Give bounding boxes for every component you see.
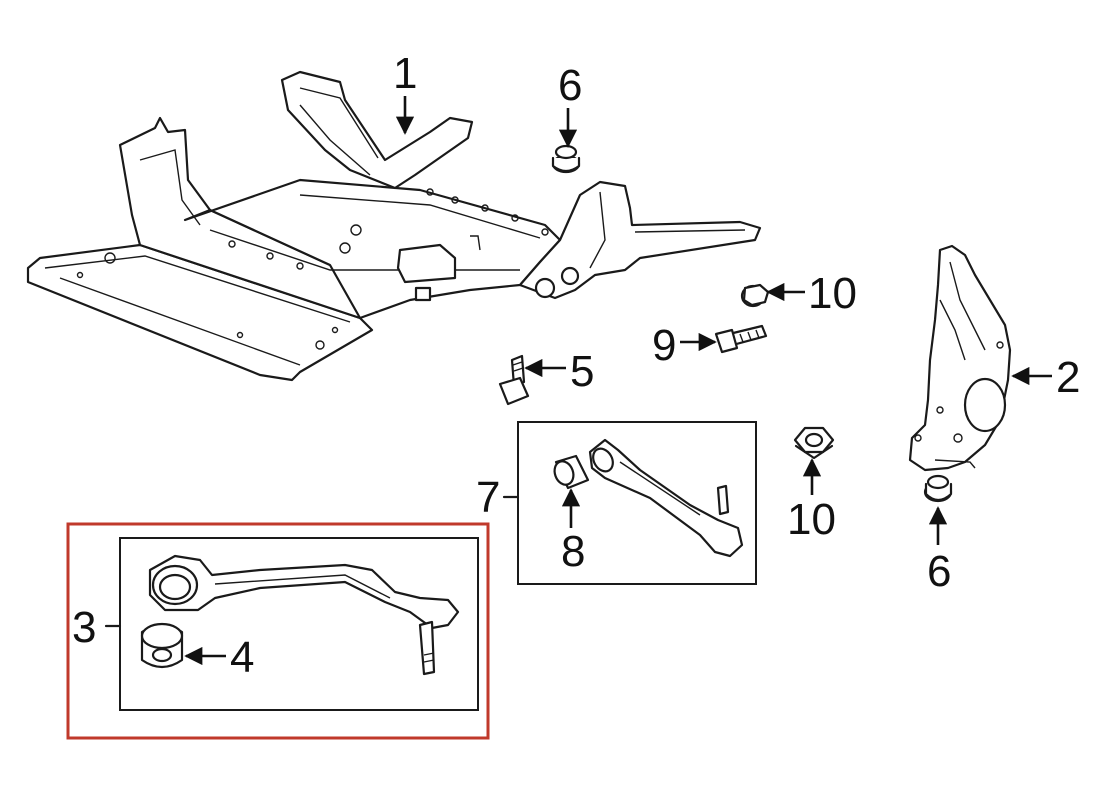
callout-3: 3 <box>72 603 96 652</box>
callout-10-top: 10 <box>808 269 857 318</box>
knuckle-part-2[interactable] <box>908 244 1012 472</box>
callout-2: 2 <box>1056 353 1080 402</box>
callout-4: 4 <box>230 633 254 682</box>
callout-5: 5 <box>570 347 594 396</box>
highlight-frame <box>66 522 490 740</box>
bolt-part-9[interactable] <box>714 324 768 354</box>
bushing-part-4[interactable] <box>140 622 184 669</box>
callout-8: 8 <box>561 527 585 576</box>
nut-part-10-top[interactable] <box>740 283 770 308</box>
bushing-part-6-top[interactable] <box>551 144 581 174</box>
nut-part-10-bottom[interactable] <box>793 426 835 460</box>
subframe-part-1[interactable] <box>26 70 762 382</box>
kit-box-3 <box>66 522 490 740</box>
callout-10-bottom: 10 <box>787 495 836 544</box>
callout-6-bottom: 6 <box>927 547 951 596</box>
bushing-part-6-bottom[interactable] <box>923 474 953 503</box>
callout-9: 9 <box>652 321 676 370</box>
kit-box-7 <box>517 421 757 585</box>
callout-1: 1 <box>393 49 417 98</box>
bolt-part-5[interactable] <box>498 354 530 406</box>
control-arm-part-7[interactable] <box>588 438 744 558</box>
callout-6-top: 6 <box>558 61 582 110</box>
control-arm-part-3[interactable] <box>148 554 460 676</box>
leader-lines <box>104 96 1052 666</box>
callout-7: 7 <box>476 473 500 522</box>
bushing-part-8[interactable] <box>551 454 590 490</box>
callout-labels: 1 6 10 9 5 2 7 10 8 6 3 4 <box>72 49 1080 682</box>
